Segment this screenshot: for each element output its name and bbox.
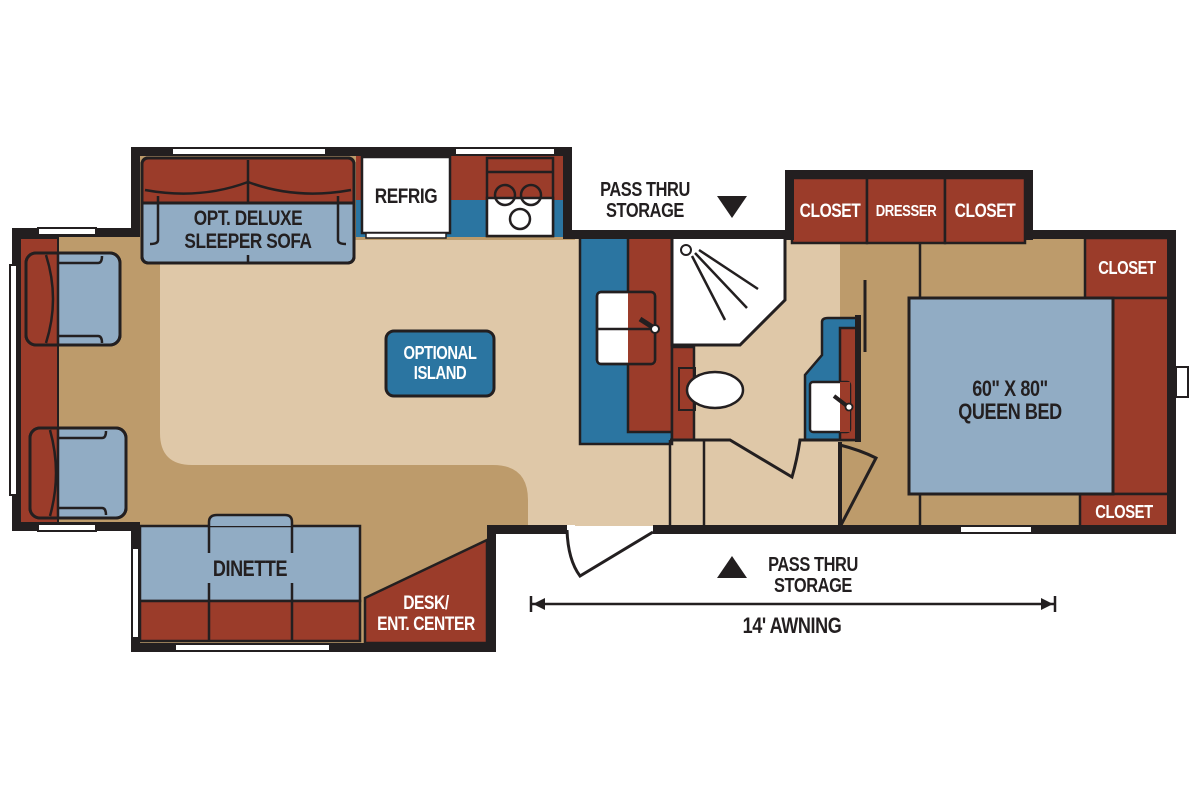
center-floor-light — [160, 240, 575, 525]
dinette — [138, 513, 362, 643]
sofa-label-line2: SLEEPER SOFA — [184, 230, 312, 253]
desk-label-line2: ENT. CENTER — [377, 614, 475, 635]
closet-top-right-label: CLOSET — [954, 201, 1016, 222]
closet-bed-bottom — [1078, 492, 1171, 532]
double-arrow-horizontal-icon — [529, 596, 1057, 612]
closet-bed-bottom-label: CLOSET — [1095, 502, 1153, 522]
pass-thru-top-line1: PASS THRU — [600, 179, 690, 201]
recliner-chair-bottom — [28, 426, 128, 520]
pass-thru-bottom-line2: STORAGE — [774, 575, 852, 597]
island-label-line2: ISLAND — [413, 363, 467, 383]
pass-thru-top-label: PASS THRU STORAGE — [592, 180, 699, 221]
closet-top-left-label: CLOSET — [799, 201, 861, 222]
bed-nightstand — [1111, 296, 1171, 496]
kitchen-sink — [595, 290, 660, 366]
island-label: OPTIONAL ISLAND — [396, 344, 485, 382]
bed-label-line2: QUEEN BED — [958, 399, 1062, 424]
sleeper-sofa — [140, 156, 356, 265]
desk-label: DESK/ ENT. CENTER — [374, 594, 479, 634]
recliner-chair-top — [24, 251, 122, 347]
refrigerator — [360, 155, 452, 235]
island-label-line1: OPTIONAL — [403, 343, 477, 363]
closet-bed-top — [1083, 236, 1171, 300]
toilet — [685, 370, 745, 410]
triangle-up-icon — [717, 556, 747, 578]
entry-door[interactable] — [565, 526, 654, 578]
dinette-label: DINETTE — [212, 556, 288, 581]
awning-label: 14' AWNING — [742, 613, 842, 638]
optional-island[interactable] — [384, 329, 496, 398]
closet-top-right — [943, 176, 1027, 245]
dresser-label: DRESSER — [875, 203, 937, 220]
sofa-label-line1: OPT. DELUXE — [193, 207, 303, 230]
bed-label: 60" X 80" QUEEN BED — [936, 378, 1084, 423]
pass-thru-bottom-line1: PASS THRU — [768, 554, 858, 576]
pass-thru-top-line2: STORAGE — [606, 200, 684, 222]
desk-label-line1: DESK/ — [403, 593, 449, 614]
windows — [9, 147, 1189, 652]
bed-label-line1: 60" X 80" — [972, 376, 1048, 401]
queen-bed — [907, 296, 1115, 496]
sofa-label: OPT. DELUXE SLEEPER SOFA — [166, 208, 330, 252]
triangle-down-icon — [717, 196, 747, 218]
closet-bed-top-label: CLOSET — [1098, 258, 1156, 278]
pass-thru-bottom-label: PASS THRU STORAGE — [760, 555, 867, 596]
refrigerator-label: REFRIG — [374, 185, 438, 208]
bath-vanity — [803, 315, 861, 442]
